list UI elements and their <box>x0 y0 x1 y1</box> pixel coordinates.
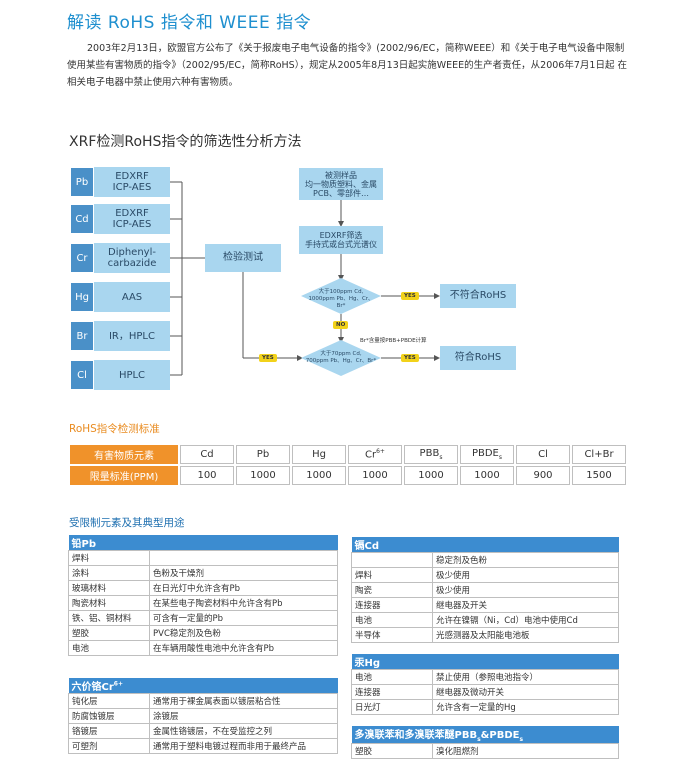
decision-diamond-2 <box>301 340 381 376</box>
table-header: 镉Cd <box>351 537 619 553</box>
yes-tag-1: YES <box>401 292 419 300</box>
pbb-use-table: 多溴联苯和多溴联苯醚PBBs&PBDEs 塑胶溴化阻燃剂 <box>351 726 619 759</box>
table-header: 六价铬Cr6+ <box>68 678 338 694</box>
element-symbol: Pb <box>70 167 94 197</box>
test-box: 检验测试 <box>205 244 281 272</box>
row-label: 限量标准(PPM) <box>70 466 178 485</box>
xrf-section-title: XRF检测RoHS指令的筛选性分析方法 <box>69 134 302 150</box>
table-header: 多溴联苯和多溴联苯醚PBBs&PBDEs <box>351 726 619 744</box>
element-symbol: Cl <box>70 360 94 390</box>
element-symbol: Hg <box>70 282 94 312</box>
page-title: 解读 RoHS 指令和 WEEE 指令 <box>67 13 312 33</box>
table-row: 塑胶溴化阻燃剂 <box>351 743 619 759</box>
table-row: 焊料极少使用 <box>351 567 619 583</box>
cd-use-table: 镉Cd 稳定剂及色粉 焊料极少使用 陶瓷极少使用 连接器继电器及开关 电池允许在… <box>351 537 619 643</box>
table-row: 限量标准(PPM) 100 1000 1000 1000 1000 1000 9… <box>70 466 626 485</box>
decision-1-text: 大于100ppm Cd,1000ppm Pb、Hg、Cr、Br* <box>308 289 374 309</box>
table-row: 连接器继电器及开关 <box>351 597 619 613</box>
standards-table: 有害物质元素 Cd Pb Hg Cr6+ PBBs PBDEs Cl Cl+Br… <box>68 443 628 487</box>
element-symbol: Cr <box>70 243 94 273</box>
pass-box: 符合RoHS <box>440 346 516 370</box>
element-symbol: Br <box>70 321 94 351</box>
screening-box: EDXRF筛选手持式或台式光谱仪 <box>299 226 383 254</box>
table-row: 有害物质元素 Cd Pb Hg Cr6+ PBBs PBDEs Cl Cl+Br <box>70 445 626 464</box>
cr-use-table: 六价铬Cr6+ 钝化层通常用于裸金属表面以镀层粘合性 防腐蚀镀层涂镀层 铬镀层金… <box>68 678 338 754</box>
uses-title: 受限制元素及其典型用途 <box>69 517 185 529</box>
table-row: 电池在车辆用酸性电池中允许含有Pb <box>68 640 338 656</box>
table-row: 稳定剂及色粉 <box>351 552 619 568</box>
table-row: 玻璃材料在日光灯中允许含有Pb <box>68 580 338 596</box>
table-header: 汞Hg <box>351 654 619 670</box>
decision-2-text: 大于70ppm Cd,700ppm Pb、Hg、Cr、Br* <box>305 351 377 364</box>
table-row: 铬镀层金属性铬镀层，不在受监控之列 <box>68 723 338 739</box>
table-row: 防腐蚀镀层涂镀层 <box>68 708 338 724</box>
table-row: 电池允许在镍镉（Ni，Cd）电池中使用Cd <box>351 612 619 628</box>
table-row: 连接器继电器及微动开关 <box>351 684 619 700</box>
table-row: 半导体光感测器及太阳能电池板 <box>351 627 619 643</box>
table-row: 日光灯允许含有一定量的Hg <box>351 699 619 715</box>
table-row: 电池禁止使用（参照电池指令） <box>351 669 619 685</box>
table-row: 陶瓷材料在某些电子陶瓷材料中允许含有Pb <box>68 595 338 611</box>
yes-tag-3: YES <box>259 354 277 362</box>
method-row-cl: Cl HPLC <box>70 360 170 390</box>
element-symbol: Cd <box>70 204 94 234</box>
table-row: 钝化层通常用于裸金属表面以镀层粘合性 <box>68 693 338 709</box>
row-label: 有害物质元素 <box>70 445 178 464</box>
method-row-hg: Hg AAS <box>70 282 170 312</box>
intro-paragraph: 2003年2月13日，欧盟官方公布了《关于报废电子电气设备的指令》(2002/9… <box>67 43 627 88</box>
no-tag: NO <box>333 321 349 329</box>
table-row: 陶瓷极少使用 <box>351 582 619 598</box>
table-row: 焊料 <box>68 550 338 566</box>
method-row-br: Br IR，HPLC <box>70 321 170 351</box>
flowchart-connectors <box>170 181 440 376</box>
table-row: 铁、铝、铜材料可含有一定量的Pb <box>68 610 338 626</box>
method-name: HPLC <box>94 360 170 390</box>
method-name: AAS <box>94 282 170 312</box>
pb-use-table: 铅Pb 焊料 涂料色粉及干燥剂 玻璃材料在日光灯中允许含有Pb 陶瓷材料在某些电… <box>68 535 338 656</box>
table-header: 铅Pb <box>68 535 338 551</box>
fail-box: 不符合RoHS <box>440 284 516 308</box>
table-row: 可塑剂通常用于塑料电镀过程而非用于最终产品 <box>68 738 338 754</box>
table-row: 涂料色粉及干燥剂 <box>68 565 338 581</box>
decision-diamond-1 <box>301 278 381 314</box>
yes-tag-2: YES <box>401 354 419 362</box>
method-name: IR，HPLC <box>94 321 170 351</box>
br-note: Br*含量按PBB+PBDE计算 <box>360 338 427 344</box>
method-name: Diphenyl-carbazide <box>94 243 170 273</box>
standards-title: RoHS指令检测标准 <box>69 423 160 435</box>
hg-use-table: 汞Hg 电池禁止使用（参照电池指令） 连接器继电器及微动开关 日光灯允许含有一定… <box>351 654 619 715</box>
method-row-cr: Cr Diphenyl-carbazide <box>70 243 170 273</box>
